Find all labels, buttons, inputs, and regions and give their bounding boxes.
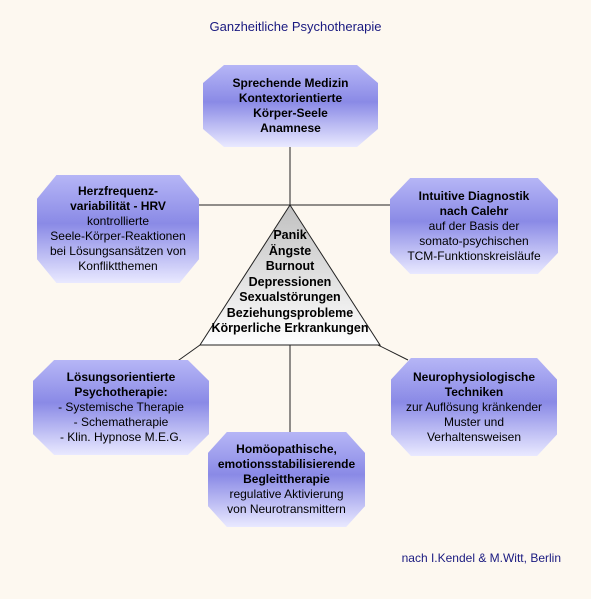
box-line: nach Calehr bbox=[439, 203, 509, 218]
center-triangle bbox=[199, 204, 381, 346]
center-line: Ängste bbox=[268, 243, 312, 258]
box-line: Sprechende Medizin bbox=[232, 76, 349, 90]
credit-text: nach I.Kendel & M.Witt, Berlin bbox=[401, 551, 561, 565]
box-line: Kontextorientierte bbox=[238, 91, 343, 105]
connector-right-lower bbox=[377, 344, 409, 361]
center-line: Depressionen bbox=[248, 274, 332, 289]
box-line: Techniken bbox=[444, 384, 504, 399]
box-line: - Schematherapie bbox=[73, 415, 169, 429]
box-line: Seele-Körper-Reaktionen bbox=[50, 229, 186, 243]
center-line: Panik bbox=[273, 228, 307, 242]
box-line: Konfliktthemen bbox=[78, 259, 158, 273]
center-line: Körperliche Erkrankungen bbox=[211, 321, 369, 335]
box-line: Verhaltensweisen bbox=[426, 429, 522, 444]
box-line: somato-psychischen bbox=[419, 233, 529, 248]
box-line: TCM-Funktionskreisläufe bbox=[407, 248, 541, 263]
box-line: - Klin. Hypnose M.E.G. bbox=[59, 430, 183, 444]
box-line: variabilität - HRV bbox=[70, 199, 166, 213]
box-line: von Neurotransmittern bbox=[227, 502, 346, 516]
box-line: Neurophysiologische bbox=[412, 369, 536, 384]
box-line: Psychotherapie: bbox=[74, 385, 168, 399]
box-line: Begleittherapie bbox=[243, 472, 330, 486]
box-line: Intuitive Diagnostik bbox=[418, 188, 530, 203]
center-triangle-text: Panik Ängste Burnout Depressionen Sexual… bbox=[200, 228, 380, 337]
page-title: Ganzheitliche Psychotherapie bbox=[209, 19, 382, 34]
box-hrv: Herzfrequenz- variabilität - HRV kontrol… bbox=[37, 175, 199, 283]
box-line: auf der Basis der bbox=[428, 218, 520, 233]
box-line: zur Auflösung kränkender bbox=[405, 399, 543, 414]
center-line: Sexualstörungen bbox=[239, 290, 341, 304]
box-line: regulative Aktivierung bbox=[229, 487, 344, 501]
box-intuitive-diagnostik: Intuitive Diagnostik nach Calehr auf der… bbox=[390, 178, 558, 274]
box-line: Lösungsorientierte bbox=[66, 370, 176, 384]
center-line: Burnout bbox=[265, 259, 315, 273]
box-homoeopathische-begleittherapie: Homöopathische, emotionsstabilisierende … bbox=[208, 432, 365, 527]
box-line: Muster und bbox=[443, 414, 505, 429]
box-loesungsorientierte-psychotherapie: Lösungsorientierte Psychotherapie: - Sys… bbox=[33, 360, 209, 455]
box-line: Homöopathische, bbox=[236, 442, 337, 456]
box-line: - Systemische Therapie bbox=[58, 400, 184, 414]
box-line: emotionsstabilisierende bbox=[217, 457, 356, 471]
box-sprechende-medizin: Sprechende Medizin Kontextorientierte Kö… bbox=[203, 65, 378, 147]
box-line: Herzfrequenz- bbox=[77, 184, 158, 198]
box-line: kontrollierte bbox=[86, 214, 150, 228]
box-line: Körper-Seele bbox=[253, 106, 328, 120]
box-neurophysiologische-techniken: Neurophysiologische Techniken zur Auflös… bbox=[391, 358, 557, 456]
box-line: Anamnese bbox=[260, 121, 321, 135]
center-line: Beziehungsprobleme bbox=[226, 305, 354, 320]
box-line: bei Lösungsansätzen von bbox=[49, 244, 187, 258]
